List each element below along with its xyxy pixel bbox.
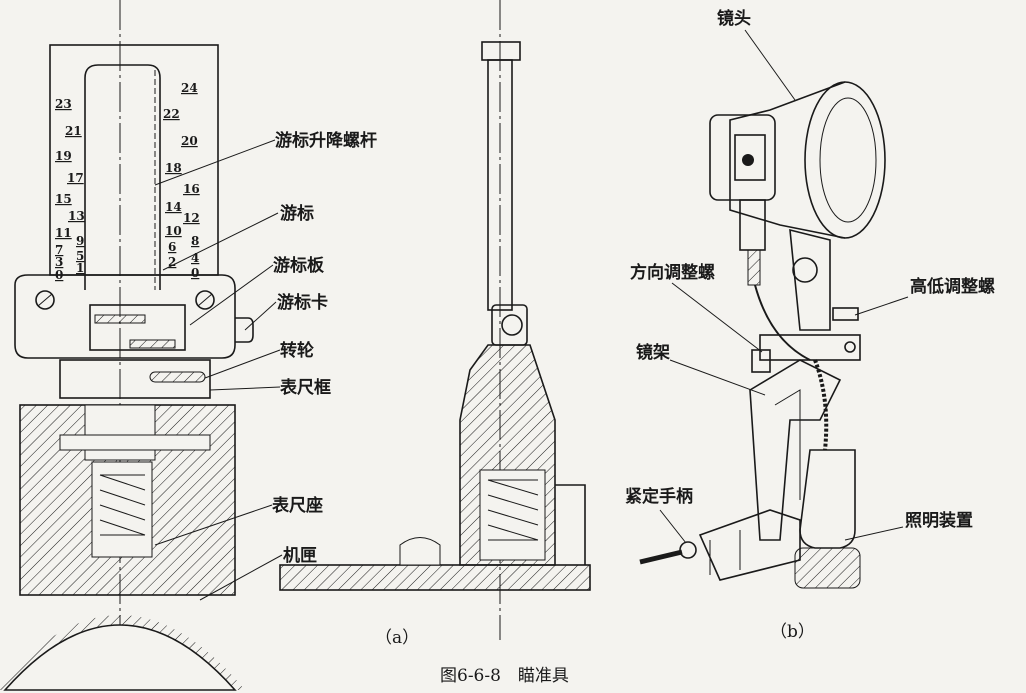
scale-number: 3 [55, 255, 63, 269]
scale-number: 20 [181, 134, 198, 148]
scale-number: 5 [76, 249, 84, 263]
scale-number: 16 [183, 182, 200, 196]
receiver-arc [3, 624, 237, 691]
sight-frame [59, 359, 211, 399]
scale-number: 15 [55, 192, 72, 206]
scale-number: 19 [55, 149, 72, 163]
labels-b: 镜头 方向调整螺 高低调整螺 镜架 紧定手柄 照明装置 [625, 8, 995, 531]
lens-tube [739, 199, 766, 251]
scale-number: 10 [165, 224, 182, 238]
scale-number: 21 [65, 124, 82, 138]
label-sight-base: 表尺座 [272, 495, 323, 516]
scale-number: 8 [191, 234, 199, 248]
drawing-b-collimator [639, 81, 886, 589]
screw-left [35, 290, 55, 310]
label-receiver: 机匣 [283, 545, 317, 566]
leader-lines [154, 29, 909, 601]
vernier-clip [235, 317, 254, 343]
scale-number: 17 [67, 171, 84, 185]
figure-caption: 图6-6-8 瞄准具 [440, 666, 569, 686]
label-height-screw: 高低调整螺 [910, 276, 995, 297]
lamp-body [799, 449, 856, 549]
scale-number: 6 [168, 240, 176, 254]
scale-number: 7 [55, 243, 63, 257]
vernier-block [14, 274, 236, 359]
subfigure-b-label: （b） [770, 622, 815, 642]
scale-number: 18 [165, 161, 182, 175]
scale-number: 24 [181, 81, 198, 95]
subfigure-a-label: （a） [375, 628, 419, 648]
scale-number: 14 [165, 200, 182, 214]
scale-number: 2 [168, 255, 176, 269]
scale-number: 12 [183, 211, 200, 225]
label-wheel: 转轮 [280, 340, 314, 361]
lamp-knob [794, 547, 861, 589]
rod-cap [481, 41, 521, 61]
clamp-block [698, 509, 801, 581]
label-lens: 镜头 [717, 8, 751, 29]
scale-number: 0 [191, 266, 199, 280]
screw-right [195, 290, 215, 310]
rod [487, 59, 513, 311]
scale-number: 23 [55, 97, 72, 111]
drawing-a-side [279, 0, 591, 640]
scale-number: 1 [76, 261, 84, 275]
scale-slot [84, 64, 161, 290]
label-vernier: 游标 [280, 203, 314, 224]
labels-a: 游标升降螺杆 游标 游标板 游标卡 转轮 表尺框 表尺座 机匣 [272, 130, 377, 566]
label-vernier-clip: 游标卡 [277, 292, 328, 313]
base-plate [279, 564, 591, 591]
lens-head [804, 81, 886, 239]
scale-number: 9 [76, 234, 84, 248]
scale-number: 22 [163, 107, 180, 121]
mount-frame [749, 359, 842, 541]
label-clamp-handle: 紧定手柄 [625, 486, 693, 507]
label-direction-screw: 方向调整螺 [630, 262, 715, 283]
clamp-handle-knob [679, 541, 697, 559]
label-lighting: 照明装置 [905, 510, 973, 531]
wheel [149, 371, 206, 383]
label-mount: 镜架 [636, 342, 670, 363]
mount-upper [789, 228, 831, 331]
label-vernier-plate: 游标板 [273, 255, 325, 276]
scale-number: 13 [68, 209, 85, 223]
vernier-plate [89, 304, 186, 351]
scale-number: 11 [55, 226, 72, 240]
label-elevating-screw: 游标升降螺杆 [275, 130, 377, 151]
scale-number: 4 [191, 251, 199, 265]
label-sight-frame: 表尺框 [280, 377, 331, 398]
